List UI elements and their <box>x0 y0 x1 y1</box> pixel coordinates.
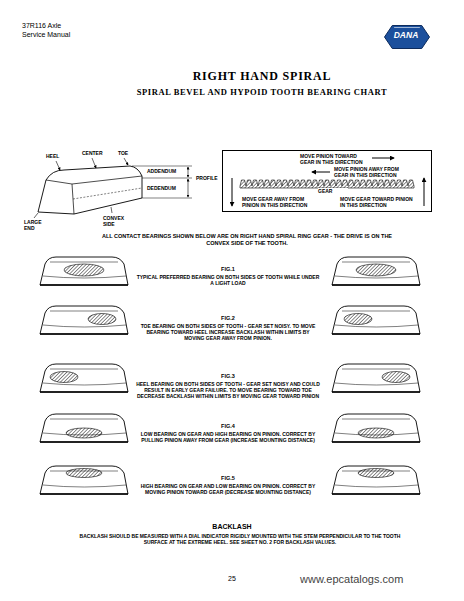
tooth-figure <box>332 257 420 285</box>
part-label: GEAR <box>318 188 348 194</box>
contact-pattern <box>64 264 104 276</box>
figure-number: FIG.4 <box>198 423 258 430</box>
section-heading: BACKLASH <box>182 523 282 531</box>
addendum-arrow <box>188 167 189 177</box>
direction-arrow <box>424 178 425 206</box>
figure-description: TOE BEARING ON BOTH SIDES OF TOOTH - GEA… <box>136 323 320 341</box>
figure-number: FIG.1 <box>198 266 258 273</box>
note-text: BACKLASH SHOULD BE MEASURED WITH A DIAL … <box>70 533 410 545</box>
figure-description: HEEL BEARING ON BOTH SIDES OF TOOTH - GE… <box>136 381 320 399</box>
gear-mesh <box>240 180 414 188</box>
contact-pattern <box>358 428 394 438</box>
logo-shape <box>385 26 430 49</box>
figure-number: FIG.5 <box>198 475 258 482</box>
page-number: 25 <box>217 575 247 583</box>
direction-text: MOVE GEAR TOWARD PINION IN THIS DIRECTIO… <box>340 196 414 208</box>
direction-arrow <box>232 178 233 206</box>
tooth-figure <box>40 306 128 334</box>
leader-line <box>92 158 96 168</box>
tooth-figure <box>332 466 420 494</box>
figure-description: HIGH BEARING ON GEAR AND LOW BEARING ON … <box>136 483 320 495</box>
contact-pattern <box>66 469 102 478</box>
part-label: CENTER <box>82 150 112 156</box>
direction-text: MOVE PINION AWAY FROM GEAR IN THIS DIREC… <box>334 166 408 178</box>
tooth-figure <box>40 414 128 442</box>
watermark: www.epcatalogs.com <box>300 573 450 586</box>
dimension-label: DEDENDUM <box>147 185 185 191</box>
part-label: CONVEX SIDE <box>103 215 131 227</box>
direction-arrow <box>372 158 394 159</box>
contact-pattern <box>358 469 394 478</box>
part-label: HEEL <box>46 153 66 159</box>
figure-description: LOW BEARING ON GEAR AND HIGH BEARING ON … <box>136 431 320 443</box>
figure-description: TYPICAL PREFERRED BEARING ON BOTH SIDES … <box>136 274 320 286</box>
header-text: 37R116 Axle <box>22 22 142 30</box>
tooth-figure <box>40 257 128 285</box>
direction-box: MOVE PINION TOWARD GEAR IN THIS DIRECTIO… <box>222 150 432 212</box>
direction-text: MOVE GEAR AWAY FROM PINION IN THIS DIREC… <box>242 196 314 208</box>
figure-number: FIG.2 <box>198 315 258 322</box>
tooth-figure <box>332 364 420 392</box>
part-label: TOE <box>118 150 138 156</box>
figure-number: FIG.3 <box>198 373 258 380</box>
dimension-lines <box>132 166 192 198</box>
large-end-face <box>46 180 74 214</box>
tooth-figure <box>40 364 128 392</box>
contact-pattern <box>66 428 102 438</box>
pitch-line <box>73 188 142 199</box>
dimension-label: ADDENDUM <box>147 168 185 174</box>
tooth-outline <box>38 166 142 214</box>
leader-line <box>111 207 112 213</box>
contact-pattern <box>356 264 396 276</box>
gear-tooth-drawing <box>34 158 192 218</box>
header-text: Service Manual <box>22 31 142 39</box>
tooth-edge <box>72 176 142 184</box>
part-label: LARGE END <box>24 219 52 231</box>
contact-pattern <box>88 314 116 325</box>
leader-line <box>124 158 128 165</box>
box-outline <box>223 151 432 212</box>
brand-logo: DANA <box>384 25 430 49</box>
tooth-figure <box>332 414 420 442</box>
contact-pattern <box>50 372 78 383</box>
leader-line <box>34 213 38 218</box>
logo-stripe <box>394 27 420 28</box>
tooth-figures <box>40 257 420 494</box>
page-title: RIGHT HAND SPIRAL <box>142 69 382 83</box>
note-text: ALL CONTACT BEARINGS SHOWN BELOW ARE ON … <box>97 233 397 246</box>
contact-pattern <box>344 314 372 325</box>
direction-text: MOVE PINION TOWARD GEAR IN THIS DIRECTIO… <box>300 153 368 165</box>
subtitle: SPIRAL BEVEL AND HYPOID TOOTH BEARING CH… <box>97 87 427 97</box>
tooth-figure <box>332 306 420 334</box>
direction-arrow <box>312 172 330 173</box>
logo-text: DANA <box>384 25 428 45</box>
dedendum-arrow <box>188 179 189 197</box>
contact-pattern <box>382 372 410 383</box>
leader-line <box>56 161 60 170</box>
tooth-figure <box>40 466 128 494</box>
